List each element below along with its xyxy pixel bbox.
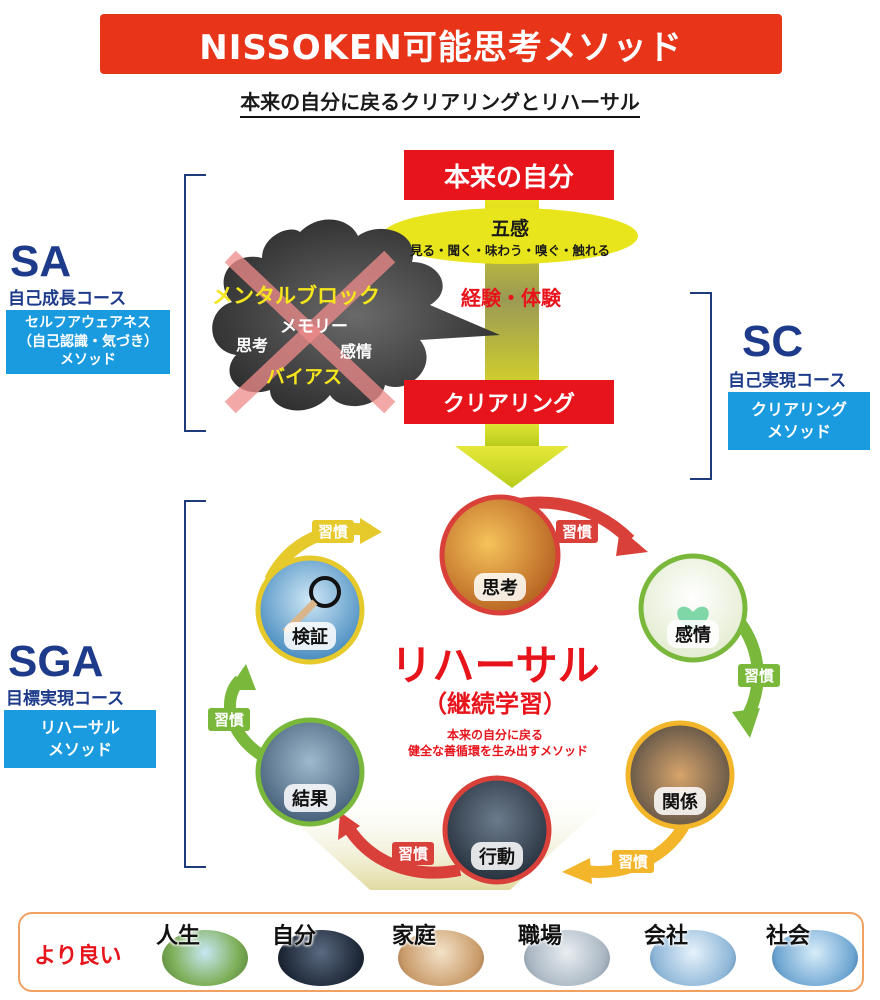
- better-item-label: 会社: [644, 924, 689, 949]
- sc-bracket: [690, 292, 712, 480]
- home-image: [398, 930, 484, 986]
- rehearsal-subtitle: （継続学習）: [423, 690, 567, 718]
- society-image: [772, 930, 858, 986]
- rehearsal-title: リハーサル: [390, 641, 600, 690]
- better-item-company: 会社: [644, 924, 736, 986]
- node-action-label: 行動: [471, 842, 523, 870]
- sa-method-box: セルフアウェアネス （自己認識・気づき） メソッド: [6, 310, 170, 374]
- sa-bracket: [184, 174, 206, 432]
- better-item-label: 家庭: [392, 924, 437, 949]
- true-self-box: 本来の自分: [404, 150, 614, 200]
- node-result-label: 結果: [284, 784, 336, 812]
- experience-label: 経験・体験: [461, 286, 561, 310]
- better-item-home: 家庭: [392, 924, 484, 986]
- node-emotion: 感情: [641, 556, 745, 660]
- mental-block-thought: 思考: [236, 336, 269, 355]
- better-item-label: 職場: [518, 924, 563, 949]
- rehearsal-desc-1: 本来の自分に戻る: [446, 728, 543, 742]
- better-item-workplace: 職場: [518, 924, 610, 986]
- better-item-self: 自分: [272, 924, 364, 986]
- sga-method-line: リハーサル: [40, 718, 120, 738]
- mental-block-memory: メモリー: [280, 317, 348, 337]
- rehearsal-desc-2: 健全な善循環を生み出すメソッド: [407, 744, 588, 758]
- habit-label: 習慣: [738, 664, 781, 687]
- page-title: NISSOKEN可能思考メソッド: [100, 14, 782, 74]
- clearing-box: クリアリング: [404, 380, 614, 424]
- better-item-life: 人生: [156, 924, 248, 986]
- self-image: [278, 930, 364, 986]
- subtitle-text: 本来の自分に戻るクリアリングとリハーサル: [240, 90, 640, 118]
- sa-method-line: セルフアウェアネス: [25, 314, 151, 331]
- node-verification-label: 検証: [284, 622, 336, 650]
- node-action: 行動: [445, 778, 549, 882]
- better-item-label: 社会: [766, 924, 811, 949]
- sa-code: SA: [10, 237, 72, 286]
- habit-label: 習慣: [208, 708, 251, 731]
- sa-name: 自己成長コース: [8, 289, 127, 309]
- sa-method-line: （自己認識・気づき）: [18, 333, 158, 350]
- senses-detail: 見る・聞く・味わう・嗅ぐ・触れる: [409, 243, 610, 258]
- node-relation: 関係: [628, 723, 732, 827]
- habit-label: 習慣: [392, 842, 435, 865]
- node-result: 結果: [258, 720, 362, 824]
- node-thinking-label: 思考: [474, 573, 526, 601]
- mental-block-title: メンタルブロック: [212, 284, 380, 308]
- company-image: [650, 930, 736, 986]
- node-emotion-label: 感情: [667, 620, 719, 648]
- mental-block-bias: バイアス: [266, 366, 343, 388]
- habit-label: 習慣: [612, 850, 655, 873]
- habit-label: 習慣: [312, 520, 355, 543]
- better-item-label: 人生: [156, 924, 201, 949]
- better-item-society: 社会: [766, 924, 858, 986]
- sga-name: 目標実現コース: [6, 689, 125, 709]
- sga-method-line: メソッド: [47, 740, 112, 759]
- life-image: [162, 930, 248, 986]
- node-verification: 検証: [258, 558, 362, 662]
- sc-method-line: クリアリング: [750, 400, 847, 420]
- better-life-bar: より良い 人生 自分 家庭 職場 会社 社会: [18, 912, 864, 992]
- sc-method-line: メソッド: [766, 422, 831, 441]
- sga-bracket: [184, 500, 206, 868]
- better-lead: より良い: [34, 944, 122, 969]
- sga-code: SGA: [8, 637, 104, 686]
- sga-method-box: リハーサル メソッド: [4, 710, 156, 768]
- sa-method-line: メソッド: [60, 352, 116, 369]
- mental-block-emotion: 感情: [340, 342, 373, 361]
- node-thinking: 思考: [442, 497, 558, 613]
- better-item-label: 自分: [272, 924, 317, 949]
- page-subtitle: 本来の自分に戻るクリアリングとリハーサル: [0, 86, 880, 118]
- five-senses-label: 五感: [490, 218, 529, 240]
- sc-method-box: クリアリング メソッド: [728, 392, 870, 450]
- sc-name: 自己実現コース: [728, 371, 847, 391]
- node-relation-label: 関係: [654, 787, 706, 815]
- workplace-image: [524, 930, 610, 986]
- sc-code: SC: [742, 317, 804, 366]
- habit-label: 習慣: [556, 520, 599, 543]
